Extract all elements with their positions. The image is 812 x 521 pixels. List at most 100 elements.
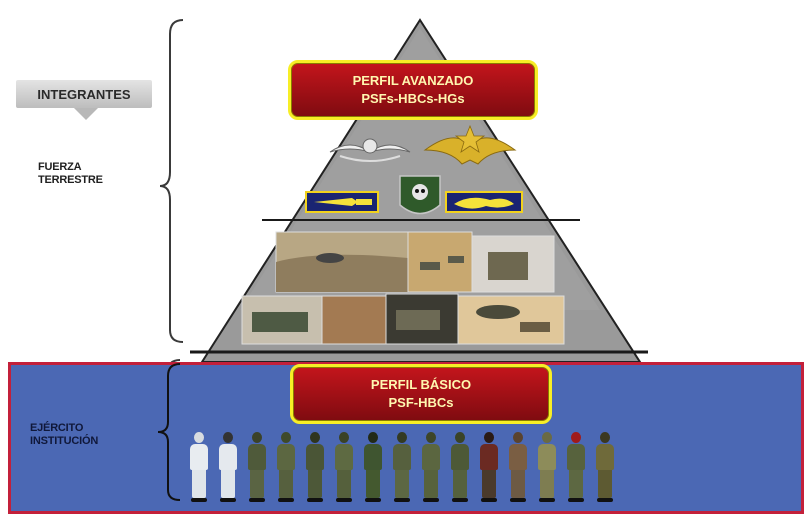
- soldier-torso: [335, 444, 353, 470]
- soldier-boots: [597, 498, 613, 502]
- diver-badge-icon: [445, 191, 523, 213]
- soldier-torso: [422, 444, 440, 470]
- soldier-legs: [279, 470, 293, 498]
- soldier-legs: [337, 470, 351, 498]
- soldier-head: [252, 432, 262, 443]
- soldier-torso: [219, 444, 237, 470]
- fuerza-text: FUERZA: [38, 161, 82, 173]
- photo-helicopter-landing: [457, 295, 565, 345]
- parachutist-wings-icon: [329, 138, 411, 162]
- ejercito-text: EJÉRCITO: [30, 422, 84, 434]
- golden-eagle-insignia-icon: [423, 124, 517, 165]
- fuerza-terrestre-label: FUERZA TERRESTRE: [38, 161, 103, 187]
- soldier-figure: [219, 432, 237, 502]
- soldier-torso: [451, 444, 469, 470]
- soldier-boots: [539, 498, 555, 502]
- soldier-boots: [220, 498, 236, 502]
- soldier-figure: [190, 432, 208, 502]
- knife-badge-icon: [305, 191, 379, 213]
- soldier-legs: [221, 470, 235, 498]
- soldier-boots: [510, 498, 526, 502]
- soldier-boots: [336, 498, 352, 502]
- photo-desert-troops: [321, 295, 387, 345]
- soldier-legs: [192, 470, 206, 498]
- fuerza-terrestre-bracket: [159, 19, 184, 343]
- down-arrow-icon: [74, 108, 98, 120]
- soldier-figure: [277, 432, 295, 502]
- soldier-torso: [393, 444, 411, 470]
- ejercito-institucion-label: EJÉRCITO INSTITUCIÓN: [30, 422, 98, 448]
- soldier-torso: [190, 444, 208, 470]
- soldier-legs: [511, 470, 525, 498]
- soldier-torso: [567, 444, 585, 470]
- soldier-legs: [424, 470, 438, 498]
- soldier-legs: [308, 470, 322, 498]
- terrestre-text: TERRESTRE: [38, 174, 103, 186]
- soldier-boots: [191, 498, 207, 502]
- soldier-boots: [249, 498, 265, 502]
- soldier-legs: [598, 470, 612, 498]
- soldier-legs: [569, 470, 583, 498]
- soldier-legs: [482, 470, 496, 498]
- soldier-boots: [568, 498, 584, 502]
- soldier-legs: [453, 470, 467, 498]
- soldier-boots: [365, 498, 381, 502]
- soldier-figure: [509, 432, 527, 502]
- soldier-torso: [480, 444, 498, 470]
- soldier-torso: [509, 444, 527, 470]
- soldier-figure: [538, 432, 556, 502]
- soldier-torso: [364, 444, 382, 470]
- institucion-text: INSTITUCIÓN: [30, 435, 99, 447]
- skull-shield-emblem-icon: [399, 175, 441, 215]
- integrantes-text: INTEGRANTES: [37, 86, 131, 102]
- soldier-head: [194, 432, 204, 443]
- photo-collage: [241, 231, 565, 345]
- soldier-head: [513, 432, 523, 443]
- soldier-head: [223, 432, 233, 443]
- soldier-head: [339, 432, 349, 443]
- soldier-head: [600, 432, 610, 443]
- soldier-torso: [248, 444, 266, 470]
- soldier-boots: [394, 498, 410, 502]
- integrantes-label: INTEGRANTES: [16, 80, 152, 108]
- soldier-figure: [596, 432, 614, 502]
- soldier-figure: [480, 432, 498, 502]
- soldier-figure: [451, 432, 469, 502]
- soldier-head: [281, 432, 291, 443]
- soldier-torso: [538, 444, 556, 470]
- soldier-figure: [364, 432, 382, 502]
- soldier-figure: [393, 432, 411, 502]
- perfil-avanzado-box: PERFIL AVANZADO PSFs-HBCs-HGs: [288, 60, 538, 120]
- soldier-head: [571, 432, 581, 443]
- soldier-boots: [481, 498, 497, 502]
- soldier-figure: [422, 432, 440, 502]
- soldier-torso: [277, 444, 295, 470]
- soldier-head: [310, 432, 320, 443]
- soldier-head: [397, 432, 407, 443]
- soldier-figure: [248, 432, 266, 502]
- perfil-avanzado-subtitle: PSFs-HBCs-HGs: [361, 91, 465, 106]
- soldier-legs: [250, 470, 264, 498]
- soldier-head: [426, 432, 436, 443]
- soldiers-row: [190, 428, 630, 508]
- soldier-torso: [306, 444, 324, 470]
- perfil-avanzado-title: PERFIL AVANZADO: [352, 73, 474, 88]
- soldier-boots: [307, 498, 323, 502]
- soldier-boots: [278, 498, 294, 502]
- soldier-head: [368, 432, 378, 443]
- soldier-head: [542, 432, 552, 443]
- soldier-boots: [423, 498, 439, 502]
- perfil-basico-box: PERFIL BÁSICO PSF-HBCs: [290, 364, 552, 424]
- soldier-legs: [395, 470, 409, 498]
- soldier-figure: [335, 432, 353, 502]
- soldier-figure: [306, 432, 324, 502]
- soldier-torso: [596, 444, 614, 470]
- soldier-figure: [567, 432, 585, 502]
- soldier-head: [484, 432, 494, 443]
- soldier-legs: [540, 470, 554, 498]
- soldier-head: [455, 432, 465, 443]
- soldier-boots: [452, 498, 468, 502]
- perfil-basico-title: PERFIL BÁSICO: [370, 377, 472, 392]
- soldier-legs: [366, 470, 380, 498]
